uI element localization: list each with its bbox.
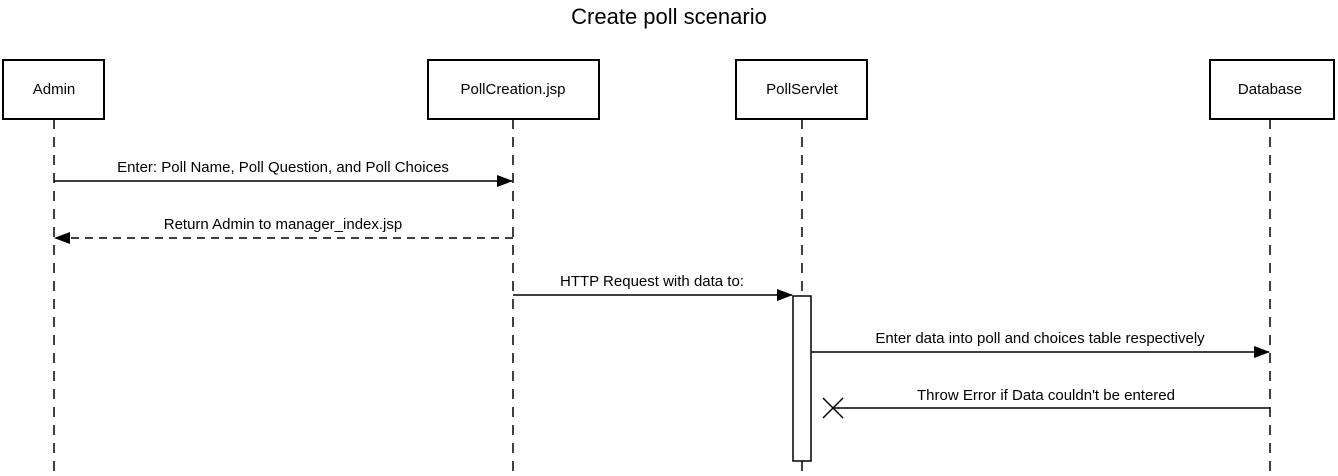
- participant-label-pollservlet: PollServlet: [766, 81, 839, 98]
- participant-database: Database: [1209, 59, 1335, 120]
- participant-admin: Admin: [2, 59, 105, 120]
- message-throw-error: Throw Error if Data couldn't be entered: [822, 387, 1270, 419]
- message-label: Enter data into poll and choices table r…: [875, 330, 1205, 347]
- message-label: Throw Error if Data couldn't be entered: [917, 387, 1175, 404]
- activation-bar-pollservlet: [792, 295, 812, 462]
- message-label: HTTP Request with data to:: [560, 273, 744, 290]
- diagram-title: Create poll scenario: [571, 4, 767, 29]
- cross-icon: [822, 397, 844, 419]
- message-enter-data-db: Enter data into poll and choices table r…: [811, 330, 1270, 358]
- participant-label-database: Database: [1238, 81, 1302, 98]
- message-enter-poll-data: Enter: Poll Name, Poll Question, and Pol…: [54, 159, 513, 187]
- message-return-admin: Return Admin to manager_index.jsp: [54, 216, 513, 244]
- participant-label-pollcreation: PollCreation.jsp: [460, 81, 565, 98]
- message-label: Enter: Poll Name, Poll Question, and Pol…: [117, 159, 449, 176]
- message-http-request: HTTP Request with data to:: [513, 273, 793, 301]
- participant-pollservlet: PollServlet: [735, 59, 868, 120]
- participant-label-admin: Admin: [33, 81, 76, 98]
- participant-pollcreation: PollCreation.jsp: [427, 59, 600, 120]
- message-label: Return Admin to manager_index.jsp: [164, 216, 402, 233]
